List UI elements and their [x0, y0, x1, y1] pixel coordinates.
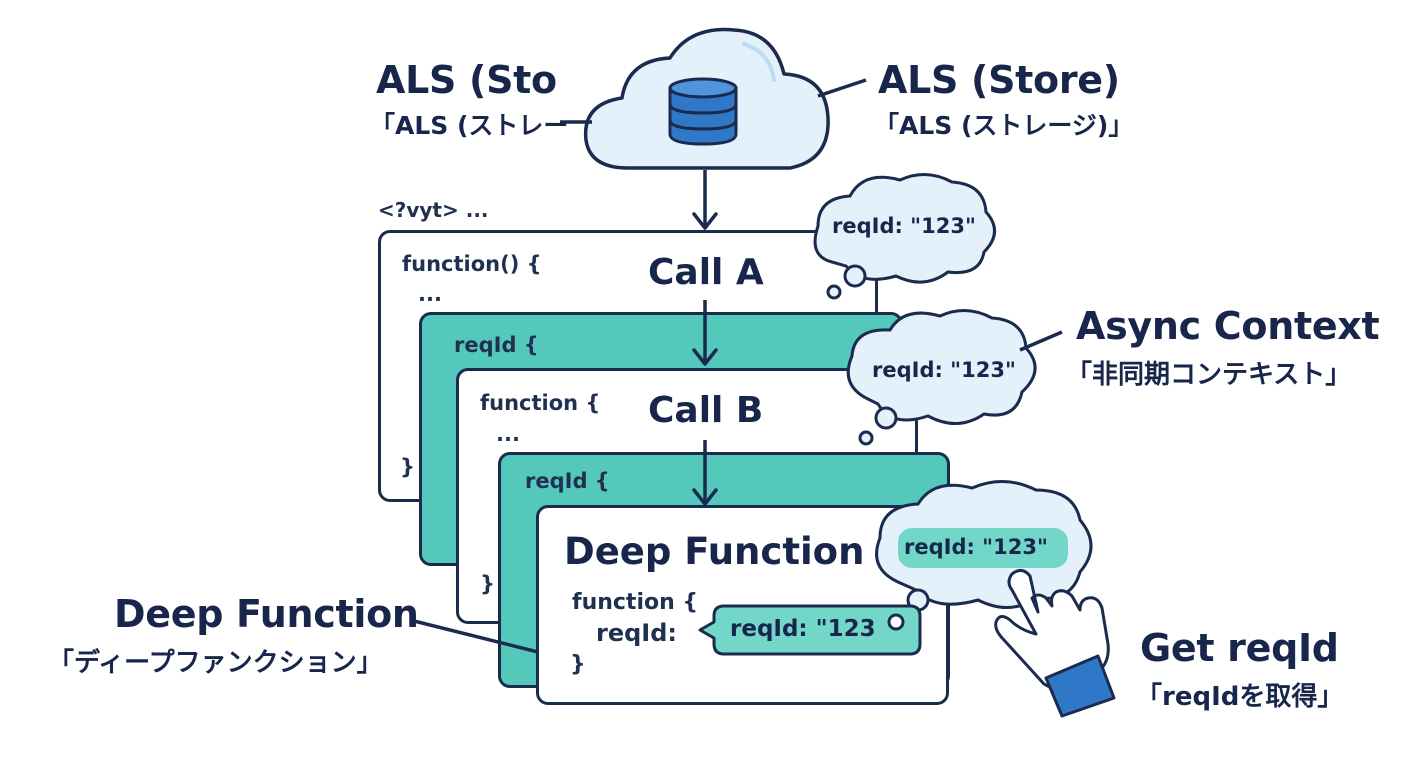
call-b-code-line1: function {	[480, 391, 601, 415]
store-left-title: ALS (Sto	[376, 58, 557, 102]
reqid-1-code: reqId {	[454, 333, 539, 357]
deep-code-line1: function {	[572, 590, 699, 615]
bubble-bottom-text: reqId: "123"	[904, 535, 1048, 559]
deep-function-subtitle: 「ディープファンクション」	[48, 648, 383, 678]
pointing-hand-icon	[994, 569, 1116, 718]
store-left-subtitle: 「ALS (ストレー	[370, 111, 569, 140]
store-right-leader	[817, 78, 867, 98]
thought-bubble-icon	[875, 479, 1093, 612]
call-b-label: Call B	[648, 390, 764, 431]
deep-function-title: Deep Function	[114, 592, 419, 636]
async-context-subtitle: 「非同期コンテキスト」	[1066, 360, 1352, 390]
store-right-subtitle: 「ALS (ストレージ)」	[874, 111, 1134, 140]
reqid-pill	[698, 604, 922, 656]
call-a-code-line1: function() {	[402, 252, 542, 276]
deep-code-line2: reqId:	[596, 619, 677, 647]
thought-bubble-icon	[813, 173, 996, 300]
async-context-title: Async Context	[1076, 304, 1380, 348]
store-right-title: ALS (Store)	[878, 58, 1120, 102]
reqid-pill-text: reqId: "123	[730, 616, 876, 642]
call-a-code-line2: ...	[418, 282, 442, 306]
deep-function-heading: Deep Function	[564, 530, 865, 573]
bubble-middle-text: reqId: "123"	[872, 358, 1016, 382]
deep-function-leader	[409, 618, 539, 654]
async-context-leader	[1019, 330, 1063, 352]
reqid-2-code: reqId {	[525, 469, 610, 493]
database-icon	[668, 77, 738, 146]
call-a-label: Call A	[648, 252, 764, 293]
call-b-code-line2: ...	[496, 422, 520, 446]
bubble-top-text: reqId: "123"	[832, 214, 976, 238]
get-reqid-subtitle: 「reqIdを取得」	[1136, 682, 1344, 712]
call-b-code-close: }	[480, 572, 495, 596]
call-a-code-close: }	[400, 455, 415, 479]
deep-code-close: }	[570, 652, 586, 677]
snippet-header: <?vyt> ...	[378, 198, 489, 222]
thought-bubble-icon	[846, 309, 1037, 446]
get-reqid-title: Get reqId	[1140, 626, 1339, 670]
